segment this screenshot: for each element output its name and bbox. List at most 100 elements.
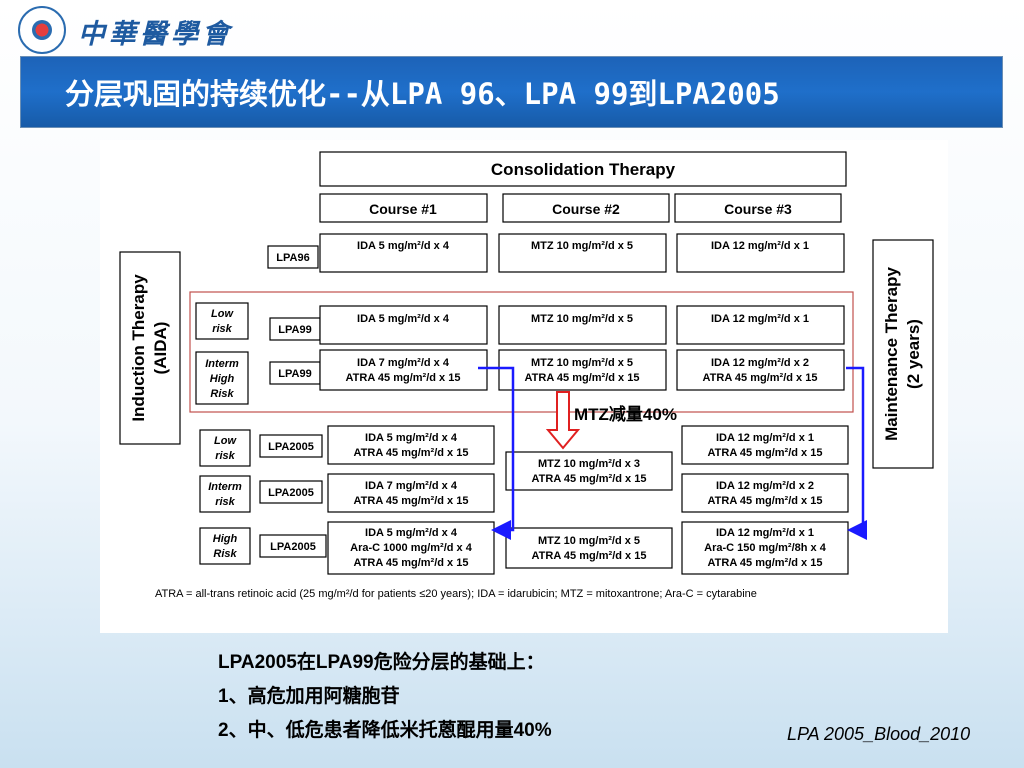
lpa2005-interm-label: LPA2005 xyxy=(268,487,314,499)
lpa2005-low-course1-line: IDA 5 mg/m²/d x 4 xyxy=(365,432,458,444)
lpa2005-interm-course3-line: ATRA 45 mg/m²/d x 15 xyxy=(708,495,823,507)
lpa2005-interm-label-box xyxy=(259,480,323,504)
lpa2005-low-label-box xyxy=(259,434,323,458)
blue-arrow-course1 xyxy=(478,366,515,540)
lpa99-low-course1 xyxy=(319,305,488,345)
lpa2005-interm-course3-line: IDA 12 mg/m²/d x 2 xyxy=(716,480,814,492)
lpa2005-high-label-box xyxy=(259,534,327,558)
lpa99-low-course3-line: IDA 12 mg/m²/d x 1 xyxy=(711,313,809,325)
lpa2005-low-risk-box xyxy=(199,429,251,467)
lpa99-low-course2-line: MTZ 10 mg/m²/d x 5 xyxy=(531,313,633,325)
society-seal-icon xyxy=(18,6,66,54)
course-3-header: Course #3 xyxy=(724,201,792,217)
lpa99-low-risk-box xyxy=(195,302,249,340)
lpa2005-low-label: LPA2005 xyxy=(268,441,314,453)
lpa99-low-risk-line: risk xyxy=(212,323,232,335)
lpa99-interm-risk-box xyxy=(195,351,249,405)
lpa99-low-course1-line: IDA 5 mg/m²/d x 4 xyxy=(357,313,450,325)
lpa96-course3 xyxy=(676,233,845,273)
abbreviation-footnote: ATRA = all-trans retinoic acid (25 mg/m²… xyxy=(155,588,757,600)
lpa2005-high-label: LPA2005 xyxy=(270,541,316,553)
lpa99-interm-course1 xyxy=(319,349,488,391)
lpa2005-high-course2-line: MTZ 10 mg/m²/d x 5 xyxy=(538,535,640,547)
lpa99-interm-course1-line: ATRA 45 mg/m²/d x 15 xyxy=(346,372,461,384)
lpa2005-high-course2-line: ATRA 45 mg/m²/d x 15 xyxy=(532,550,647,562)
lpa96-course1-line: IDA 5 mg/m²/d x 4 xyxy=(357,240,450,252)
diagram-canvas: Consolidation Therapy Course #1 Course #… xyxy=(119,151,934,600)
lpa2005-low-risk-line: Low xyxy=(214,435,237,447)
course-2-header-box xyxy=(502,193,670,223)
lpa96-label-box xyxy=(267,245,319,269)
lpa2005-shared-course2 xyxy=(505,451,673,491)
treatment-diagram: Consolidation Therapy Course #1 Course #… xyxy=(100,140,948,633)
course-1-header-box xyxy=(319,193,488,223)
lpa2005-high-course3-line: IDA 12 mg/m²/d x 1 xyxy=(716,527,814,539)
lpa96-course3-line: IDA 12 mg/m²/d x 1 xyxy=(711,240,809,252)
maintenance-sublabel: (2 years) xyxy=(904,319,923,389)
lpa2005-high-course1-line: Ara-C 1000 mg/m²/d x 4 xyxy=(350,542,473,554)
lpa2005-interm-risk-line: risk xyxy=(215,496,235,508)
lpa99-interm-risk-line: High xyxy=(210,373,235,385)
lpa96-course2-line: MTZ 10 mg/m²/d x 5 xyxy=(531,240,633,252)
lpa2005-high-course1-line: IDA 5 mg/m²/d x 4 xyxy=(365,527,458,539)
lpa2005-shared-course2-line: MTZ 10 mg/m²/d x 3 xyxy=(538,458,640,470)
lpa2005-high-course3 xyxy=(681,521,849,575)
lpa99-frame xyxy=(189,291,854,413)
lpa2005-high-course3-line: Ara-C 150 mg/m²/8h x 4 xyxy=(704,542,827,554)
lpa2005-low-course3-line: IDA 12 mg/m²/d x 1 xyxy=(716,432,814,444)
society-logo-text: 中華醫學會 xyxy=(78,19,233,50)
lpa99-interm-risk-line: Risk xyxy=(210,388,234,400)
lpa99-interm-label: LPA99 xyxy=(278,368,311,380)
lpa2005-interm-course1-line: IDA 7 mg/m²/d x 4 xyxy=(365,480,458,492)
lpa99-low-risk-line: Low xyxy=(211,308,234,320)
lpa99-low-label: LPA99 xyxy=(278,324,311,336)
induction-box xyxy=(119,251,181,445)
lpa2005-interm-risk-line: Interm xyxy=(208,481,242,493)
course-1-header: Course #1 xyxy=(369,201,437,217)
lpa2005-interm-risk-box xyxy=(199,475,251,513)
lpa2005-low-course3-line: ATRA 45 mg/m²/d x 15 xyxy=(708,447,823,459)
lpa99-interm-course2-line: MTZ 10 mg/m²/d x 5 xyxy=(531,357,633,369)
consolidation-header: Consolidation Therapy xyxy=(491,160,676,179)
lpa99-low-course2 xyxy=(498,305,667,345)
lpa99-interm-course3-line: IDA 12 mg/m²/d x 2 xyxy=(711,357,809,369)
lpa99-interm-course3-line: ATRA 45 mg/m²/d x 15 xyxy=(703,372,818,384)
lpa2005-high-course1 xyxy=(327,521,495,575)
lpa2005-high-course3-line: ATRA 45 mg/m²/d x 15 xyxy=(708,557,823,569)
lpa2005-interm-course1-line: ATRA 45 mg/m²/d x 15 xyxy=(354,495,469,507)
maintenance-label: Maintenance Therapy xyxy=(882,267,901,441)
note-line: 1、高危加用阿糖胞苷 xyxy=(218,686,400,707)
lpa2005-high-risk-line: Risk xyxy=(213,548,237,560)
lpa99-interm-course3 xyxy=(676,349,845,391)
induction-label: Induction Therapy xyxy=(129,274,148,422)
lpa2005-low-course1-line: ATRA 45 mg/m²/d x 15 xyxy=(354,447,469,459)
induction-sublabel: (AIDA) xyxy=(151,322,170,375)
lpa2005-interm-course3 xyxy=(681,473,849,513)
lpa96-label: LPA96 xyxy=(276,252,309,264)
lpa2005-high-course2 xyxy=(505,527,673,569)
lpa99-interm-course2 xyxy=(498,349,667,391)
lpa2005-high-risk-box xyxy=(199,527,251,565)
consolidation-header-box xyxy=(319,151,847,187)
lpa2005-high-risk-line: High xyxy=(213,533,238,545)
lpa2005-low-risk-line: risk xyxy=(215,450,235,462)
course-3-header-box xyxy=(674,193,842,223)
citation: LPA 2005_Blood_2010 xyxy=(787,724,971,744)
course-2-header: Course #2 xyxy=(552,201,620,217)
note-line: LPA2005在LPA99危险分层的基础上： xyxy=(218,652,545,673)
lpa2005-shared-course2-line: ATRA 45 mg/m²/d x 15 xyxy=(532,473,647,485)
notes-block: LPA2005在LPA99危险分层的基础上： 1、高危加用阿糖胞苷 2、中、低危… xyxy=(218,646,552,748)
lpa99-low-course3 xyxy=(676,305,845,345)
lpa99-interm-risk-line: Interm xyxy=(205,358,239,370)
blue-arrow-course3 xyxy=(846,366,867,540)
note-line: 2、中、低危患者降低米托蒽醌用量40% xyxy=(218,720,552,741)
lpa96-course2 xyxy=(498,233,667,273)
mtz-reduction-note: MTZ减量40% xyxy=(574,404,677,424)
lpa2005-high-course1-line: ATRA 45 mg/m²/d x 15 xyxy=(354,557,469,569)
slide-title: 分层巩固的持续优化--从LPA 96、LPA 99到LPA2005 xyxy=(65,77,780,111)
title-bar: 分层巩固的持续优化--从LPA 96、LPA 99到LPA2005 xyxy=(20,56,1003,128)
lpa99-interm-course1-line: IDA 7 mg/m²/d x 4 xyxy=(357,357,450,369)
lpa2005-low-course1 xyxy=(327,425,495,465)
lpa2005-interm-course1 xyxy=(327,473,495,513)
maintenance-box xyxy=(872,239,934,469)
